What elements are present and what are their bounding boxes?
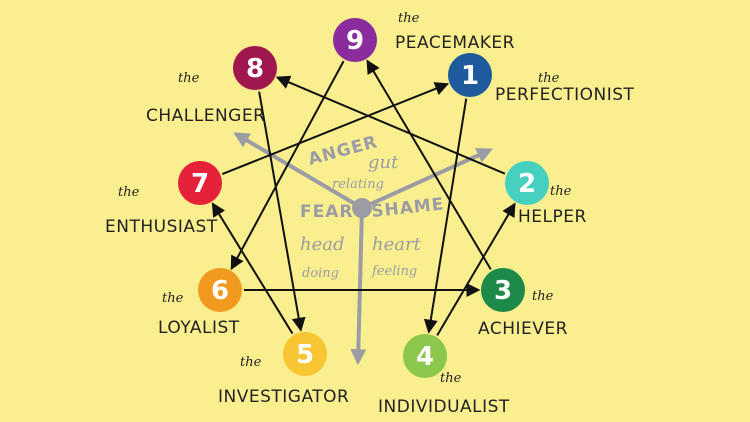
arrow-gut-right [361, 147, 493, 210]
type-the: the [532, 289, 554, 304]
type-the: the [178, 71, 200, 86]
type-the: the [240, 355, 262, 370]
doing-label: doing [302, 266, 339, 281]
arrow-4-to-2 [436, 202, 516, 336]
heart-label: heart [372, 234, 422, 255]
type-number: 1 [461, 61, 479, 91]
type-number: 8 [246, 54, 264, 84]
arrow-3-to-9 [366, 59, 492, 270]
type-number: 5 [296, 340, 314, 370]
type-circle [403, 334, 447, 378]
feeling-label: feeling [371, 264, 417, 279]
type-the: the [398, 11, 420, 26]
fear-label: FEAR [300, 202, 353, 222]
type-number: 9 [346, 26, 364, 56]
type-the: the [550, 184, 572, 199]
type-circle [333, 18, 377, 62]
type-name: PERFECTIONIST [495, 85, 634, 105]
relating-label: relating [332, 177, 384, 192]
type-circle [283, 332, 327, 376]
type-name: ENTHUSIAST [105, 217, 218, 237]
connection-lines [211, 59, 516, 336]
arrow-down [350, 207, 367, 366]
type-circle [233, 46, 277, 90]
gut-label: gut [368, 152, 399, 173]
type-circle [448, 53, 492, 97]
type-circle [505, 161, 549, 205]
type-circle [481, 268, 525, 312]
type-name: ACHIEVER [478, 319, 568, 339]
type-number: 3 [494, 276, 512, 306]
center-dot [352, 198, 372, 218]
type-circle [178, 161, 222, 205]
type-number: 4 [416, 342, 434, 372]
head-label: head [300, 234, 345, 255]
type-name: HELPER [518, 207, 587, 227]
type-the: the [118, 185, 140, 200]
arrow-7-to-1 [221, 82, 450, 176]
type-number: 6 [211, 276, 229, 306]
type-the: the [440, 371, 462, 386]
type-name: LOYALIST [158, 318, 240, 338]
type-number: 7 [191, 169, 209, 199]
type-circle [198, 268, 242, 312]
type-name: INDIVIDUALIST [378, 397, 510, 417]
type-the: the [538, 71, 560, 86]
type-name: PEACEMAKER [395, 33, 515, 53]
type-the: the [162, 291, 184, 306]
center-arrows [233, 132, 493, 366]
arrow-9-to-6 [230, 60, 345, 271]
type-name: CHALLENGER [146, 106, 265, 126]
arrow-gut-left [233, 132, 364, 210]
arrow-2-to-8 [275, 75, 506, 175]
arrow-1-to-4 [423, 98, 468, 334]
type-name: INVESTIGATOR [218, 387, 349, 407]
arrow-5-to-7 [211, 202, 294, 335]
type-number: 2 [518, 169, 536, 199]
